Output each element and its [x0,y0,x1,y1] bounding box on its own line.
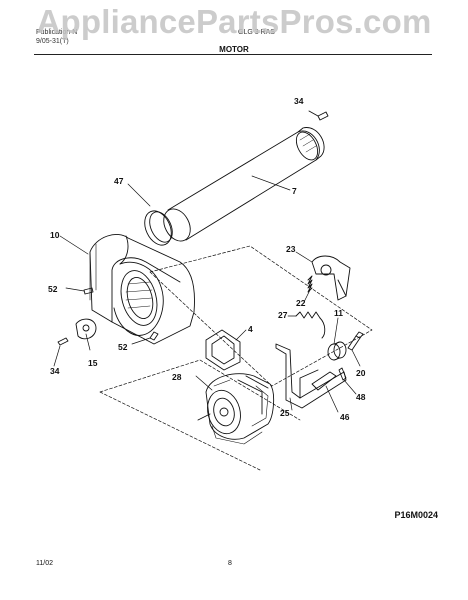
callout-22: 22 [296,298,306,308]
watermark: AppliancePartsPros.com [36,3,432,40]
leader-lines [53,175,361,413]
callout-46: 46 [340,412,350,422]
exhaust-duct-part-7 [163,127,325,242]
screw-part-48 [338,367,347,381]
callout-27: 27 [278,310,288,320]
publication-line-1: Publication N [36,29,78,36]
callout-11: 11 [334,308,343,318]
callout-labels: 34 47 7 10 23 52 22 4 27 11 52 34 15 28 20 25 46 48 [48,96,366,422]
figure-reference: P16M0024 [394,510,438,520]
publication-number: Publication N 9/05-31(T) [36,28,77,46]
header-rule [34,54,432,55]
callout-34: 34 [50,366,60,376]
callout-47: 47 [114,176,124,186]
motor-bracket-part-25 [275,343,347,409]
section-title: MOTOR [219,45,249,54]
screw-part-52-upper [83,287,94,295]
model-number: GLG 3 RAS [238,28,275,37]
reference-outline [149,245,373,387]
callout-7: 7 [292,186,297,196]
belt-switch-part-23 [311,255,351,301]
callout-20: 20 [356,368,366,378]
bolt-part-20 [347,331,364,351]
motor-mount-part-4 [205,329,241,371]
drive-motor-part-28 [197,373,275,445]
spring-part-22 [307,275,313,293]
callout-15: 15 [88,358,98,368]
screw-part-34-lower [57,337,69,346]
footer-date: 11/02 [36,560,53,567]
clamp-part-47 [144,210,173,246]
callout-52: 52 [118,342,128,352]
callout-52: 52 [48,284,58,294]
screw-part-34-top [308,110,329,121]
callout-4: 4 [248,324,253,334]
spring-part-27 [295,311,326,339]
model-line-1: GLG 3 RAS [238,29,275,36]
callout-28: 28 [172,372,182,382]
blower-housing-part-10 [89,234,195,345]
callout-34: 34 [294,96,304,106]
clip-part-46 [311,371,337,391]
screw-part-52-lower [149,331,159,341]
callout-10: 10 [50,230,60,240]
footer-page-number: 8 [228,560,232,567]
idler-part-15 [57,318,97,346]
callout-23: 23 [286,244,296,254]
callout-25: 25 [280,408,290,418]
publication-line-2: 9/05-31(T) [36,38,69,45]
callout-48: 48 [356,392,366,402]
pulley-part-11 [327,341,347,361]
reference-outline-lower [99,359,301,471]
